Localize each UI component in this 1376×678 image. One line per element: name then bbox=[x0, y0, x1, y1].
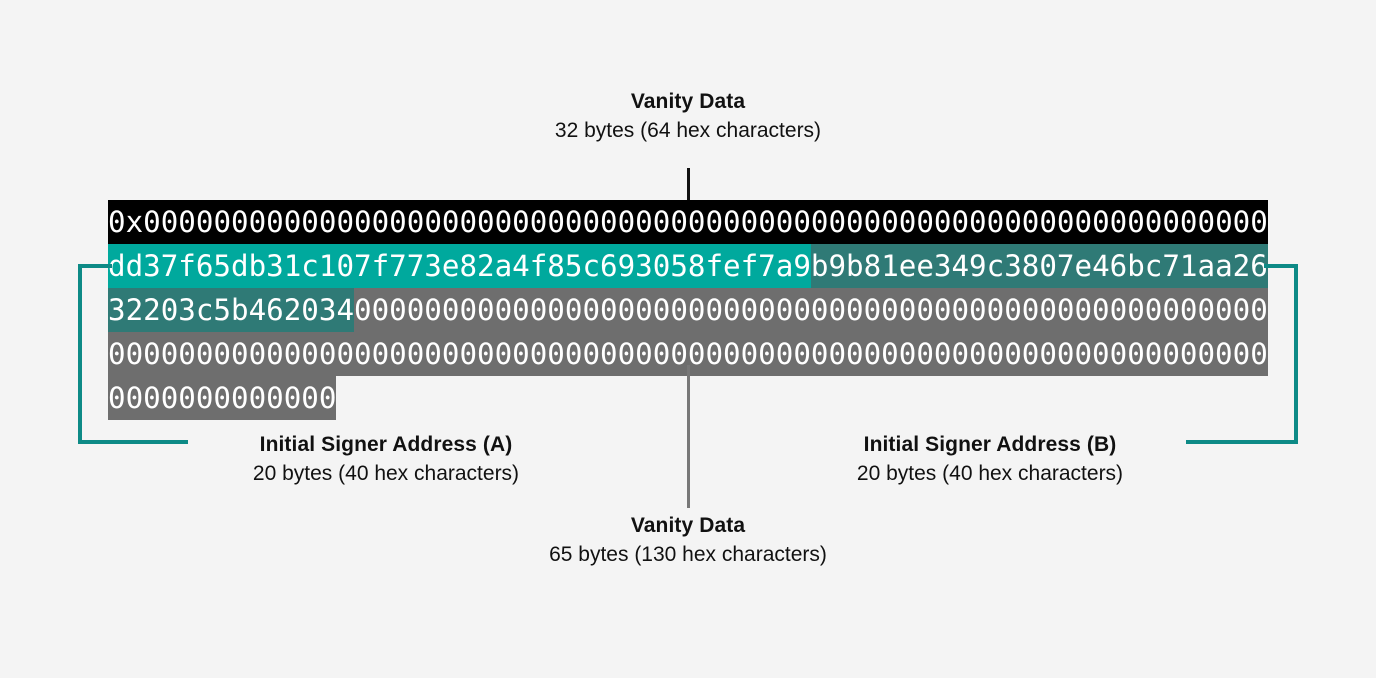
vanity-data-bottom-subtitle: 65 bytes (130 hex characters) bbox=[549, 543, 827, 566]
bracket-signer-a-top-arm bbox=[78, 264, 112, 268]
signer-address-b-label: Initial Signer Address (B) 20 bytes (40 … bbox=[690, 431, 1290, 489]
vanity-data-top-label: Vanity Data 32 bytes (64 hex characters) bbox=[288, 88, 1088, 146]
vanity-data-bottom-label: Vanity Data 65 bytes (130 hex characters… bbox=[288, 512, 1088, 570]
hex-row-3: 32203c5b46203400000000000000000000000000… bbox=[108, 288, 1268, 332]
bracket-signer-a-stem bbox=[78, 264, 82, 444]
signer-address-a-label: Initial Signer Address (A) 20 bytes (40 … bbox=[86, 431, 686, 489]
bracket-signer-a-bottom-arm bbox=[78, 440, 188, 444]
bracket-signer-b-top-arm bbox=[1264, 264, 1298, 268]
hex-vanity-bottom-part3: 0000000000000 bbox=[108, 376, 337, 420]
hex-signer-address-b-part1: b9b81ee349c3807e46bc71aa26 bbox=[810, 244, 1268, 288]
bracket-signer-b-stem bbox=[1294, 264, 1298, 444]
signer-address-a-title: Initial Signer Address (A) bbox=[259, 433, 513, 456]
bracket-signer-a bbox=[78, 264, 188, 444]
hex-vanity-bottom-part1: 0000000000000000000000000000000000000000… bbox=[354, 288, 1268, 332]
hex-prefix: 0x bbox=[108, 200, 144, 244]
hex-signer-address-b-part2: 32203c5b462034 bbox=[108, 288, 355, 332]
vanity-data-top-subtitle: 32 bytes (64 hex characters) bbox=[554, 119, 822, 142]
vanity-data-top-title: Vanity Data bbox=[630, 90, 746, 113]
connector-line-bottom bbox=[687, 365, 690, 508]
hex-row-2: dd37f65db31c107f773e82a4f85c693058fef7a9… bbox=[108, 244, 1268, 288]
bracket-signer-b-bottom-arm bbox=[1186, 440, 1298, 444]
hex-signer-address-a: dd37f65db31c107f773e82a4f85c693058fef7a9 bbox=[108, 244, 811, 288]
hex-vanity-top: 0000000000000000000000000000000000000000… bbox=[143, 200, 1268, 244]
vanity-data-bottom-title: Vanity Data bbox=[630, 514, 746, 537]
hex-row-1: 0x00000000000000000000000000000000000000… bbox=[108, 200, 1268, 244]
signer-address-b-title: Initial Signer Address (B) bbox=[863, 433, 1117, 456]
signer-address-a-subtitle: 20 bytes (40 hex characters) bbox=[252, 462, 520, 485]
hex-row-5: 0000000000000 bbox=[108, 376, 1268, 420]
connector-line-top bbox=[687, 168, 690, 202]
bracket-signer-b bbox=[1186, 264, 1298, 444]
signer-address-b-subtitle: 20 bytes (40 hex characters) bbox=[856, 462, 1124, 485]
